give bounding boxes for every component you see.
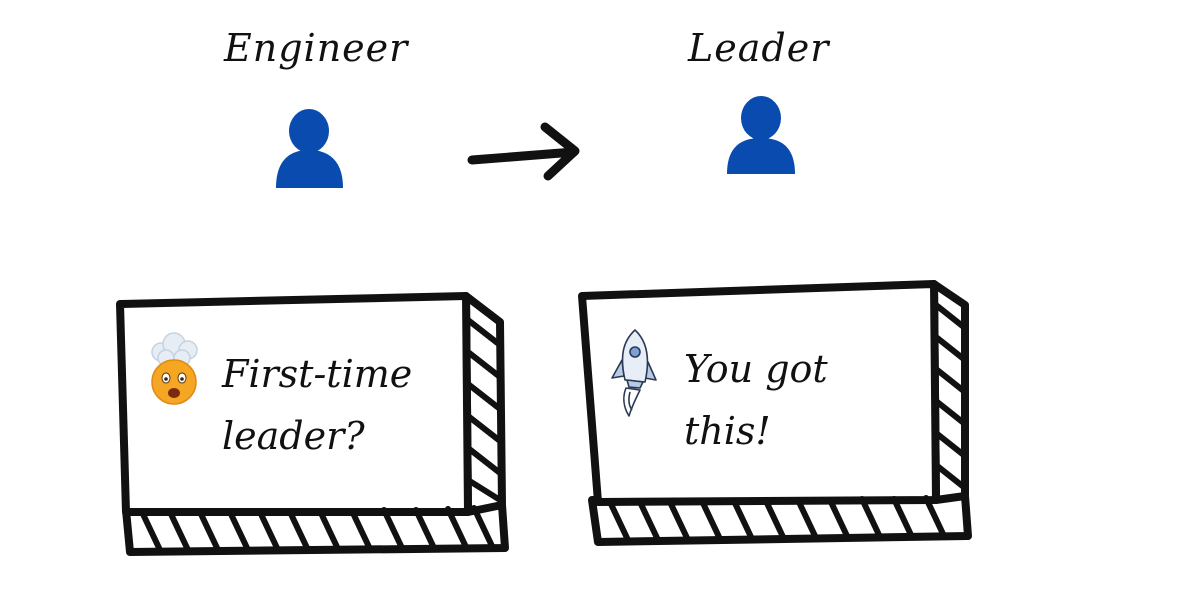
rocket-emoji — [611, 329, 657, 417]
card-left-text: First-time leader? — [222, 343, 462, 467]
leader-label: Leader — [688, 26, 830, 70]
card-right-text: You got this! — [684, 338, 924, 462]
engineer-label: Engineer — [224, 26, 409, 70]
card-left-line1: First-time — [222, 352, 413, 396]
card-left-box — [116, 292, 509, 556]
arrow-right-icon — [467, 122, 580, 181]
exploding-head-emoji — [151, 332, 198, 405]
engineer-person-icon — [276, 109, 343, 188]
leader-person-icon — [727, 96, 795, 174]
card-left-line2: leader? — [222, 414, 365, 458]
card-right-line1: You got — [684, 347, 828, 391]
card-right-line2: this! — [684, 409, 771, 453]
card-right-box — [578, 280, 972, 546]
